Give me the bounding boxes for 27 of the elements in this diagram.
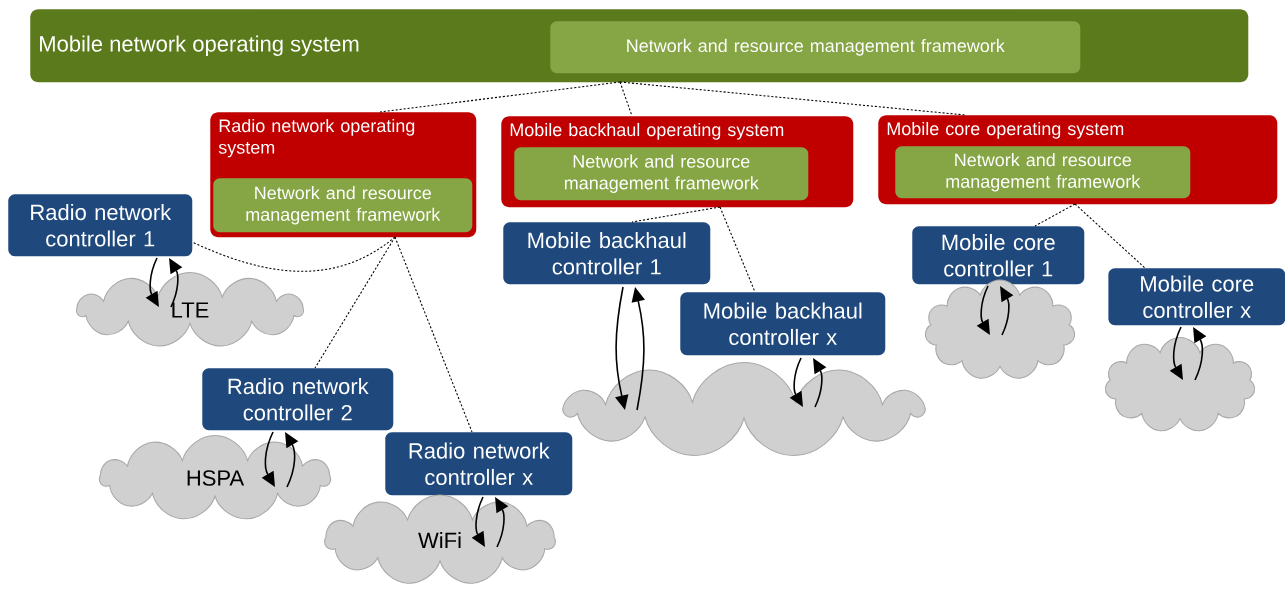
framework-box: Network and resource management framework: [514, 147, 809, 201]
controller-box: Mobile backhaul controller x: [680, 292, 886, 356]
controller-box: Radio network controller 1: [8, 194, 193, 257]
controller-box: Radio network controller x: [385, 432, 573, 496]
network-cloud: WiFi: [324, 494, 556, 584]
connector-line: [379, 81, 621, 113]
controller-box: Mobile core controller x: [1108, 268, 1285, 326]
network-cloud: HSPA: [98, 434, 332, 520]
framework-box: Network and resource management framework: [550, 21, 1081, 74]
connector-line: [191, 236, 396, 272]
network-cloud: [924, 279, 1076, 379]
connector-line: [314, 236, 396, 369]
framework-box: Network and resource management framework: [213, 178, 473, 233]
controller-box: Mobile core controller 1: [912, 226, 1085, 285]
network-cloud: LTE: [75, 271, 305, 347]
connector-line: [394, 236, 473, 433]
connector-line: [631, 206, 721, 223]
connector-line: [1034, 203, 1076, 227]
connector-line: [619, 81, 633, 117]
network-cloud: [1104, 336, 1256, 432]
connector-line: [719, 206, 756, 293]
connector-line: [1074, 203, 1146, 269]
framework-box: Network and resource management framework: [895, 146, 1191, 199]
network-cloud: [562, 361, 926, 457]
connector-line: [619, 81, 966, 116]
controller-box: Mobile backhaul controller 1: [503, 222, 711, 285]
controller-box: Radio network controller 2: [202, 368, 394, 431]
